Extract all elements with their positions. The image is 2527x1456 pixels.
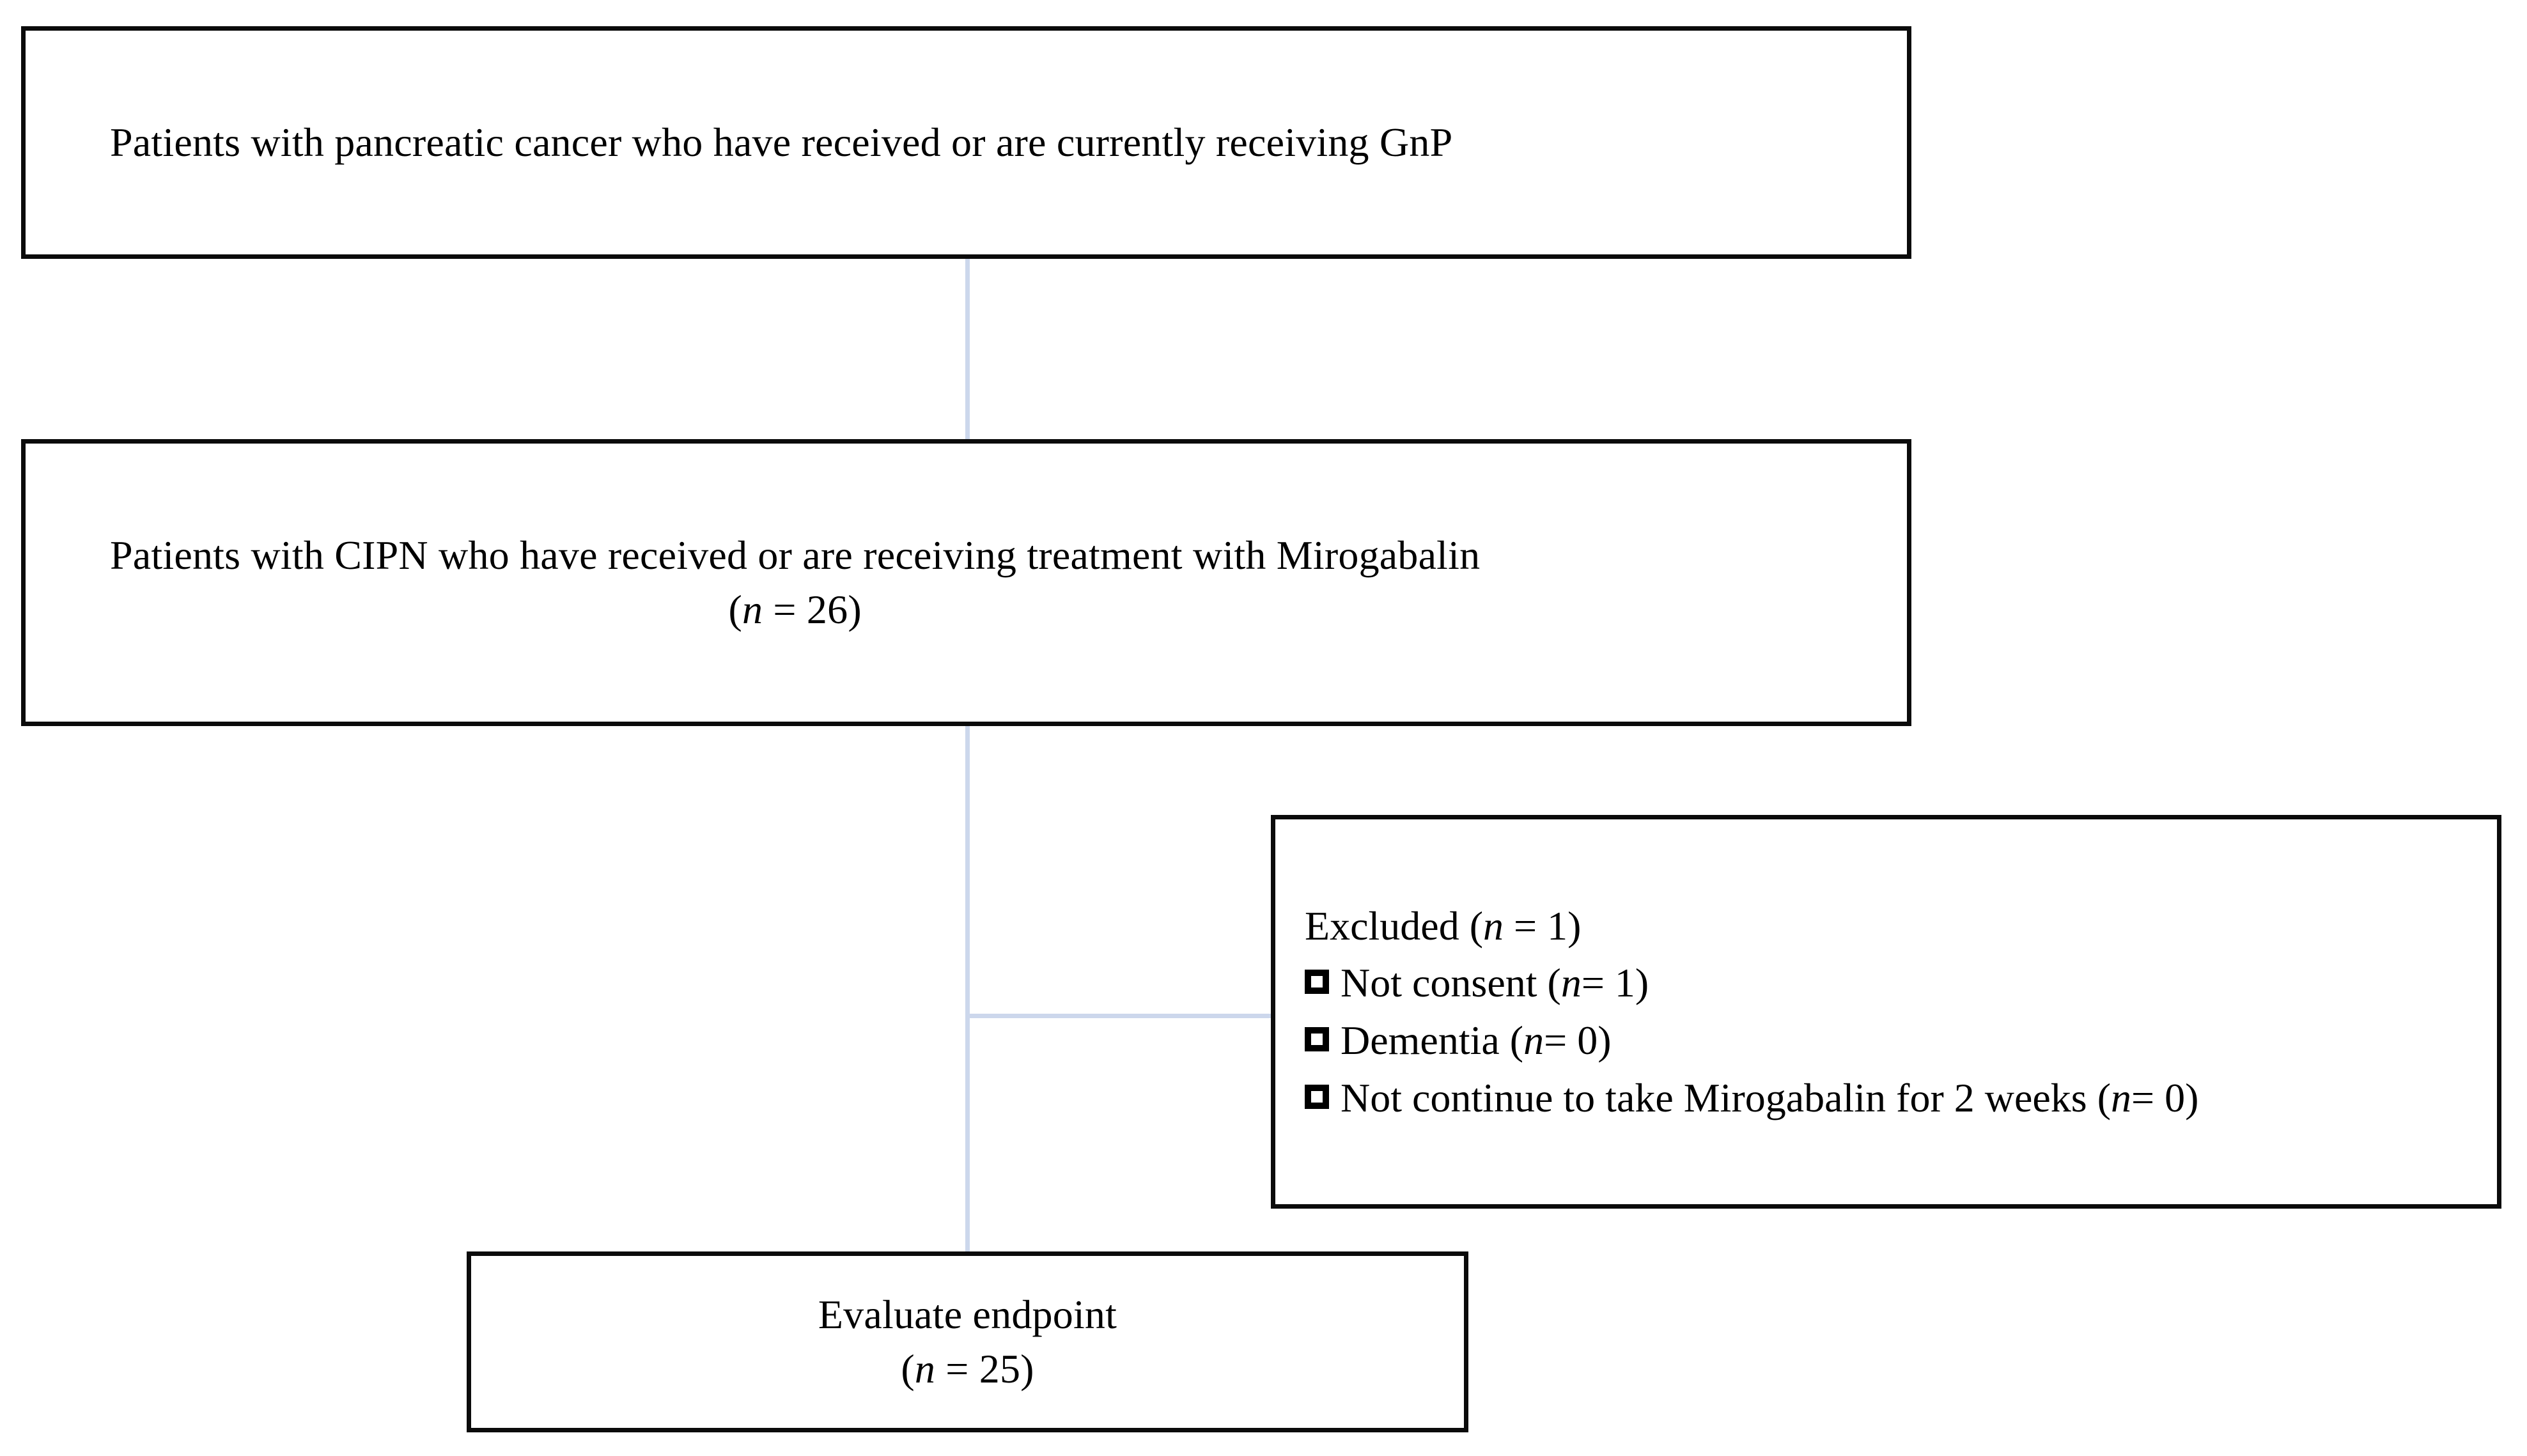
cipn-box-count: (n = 26) (110, 583, 1480, 637)
excluded-item-suffix: = 1) (1581, 960, 1649, 1006)
endpoint-count-value: = 25 (935, 1345, 1021, 1391)
excluded-box: Excluded (n = 1) Not consent (n = 1) Dem… (1271, 815, 2501, 1209)
excluded-item-suffix: = 0) (2131, 1074, 2199, 1120)
excluded-item-suffix: = 0) (1544, 1018, 1612, 1063)
excluded-item-variable: n (1523, 1018, 1544, 1063)
excluded-title-variable: n (1483, 902, 1504, 949)
endpoint-count-variable: n (914, 1345, 936, 1391)
excluded-item-dementia: Dementia (n = 0) (1305, 1012, 2198, 1069)
enrollment-box-text: Patients with pancreatic cancer who have… (110, 119, 1453, 165)
connector-cipn-to-endpoint (965, 726, 970, 1251)
excluded-item-variable: n (1560, 960, 1582, 1006)
excluded-title-suffix: = 1) (1504, 902, 1582, 949)
cipn-box-text: Patients with CIPN who have received or … (110, 532, 1481, 578)
cipn-count-value: = 26 (763, 586, 848, 632)
excluded-item-not-continue: Not continue to take Mirogabalin for 2 w… (1305, 1069, 2198, 1127)
cipn-count-close: ) (848, 586, 862, 632)
square-outline-bullet-icon (1305, 1084, 1329, 1109)
cipn-count-open: ( (728, 586, 743, 632)
excluded-item-label: Dementia ( (1341, 1018, 1524, 1063)
excluded-box-content: Excluded (n = 1) Not consent (n = 1) Dem… (1275, 897, 2198, 1126)
endpoint-box: Evaluate endpoint (n = 25) (467, 1251, 1468, 1432)
excluded-item-variable: n (2111, 1074, 2131, 1120)
square-outline-bullet-icon (1305, 970, 1329, 995)
cipn-box-content: Patients with CIPN who have received or … (26, 529, 1480, 637)
connector-enrollment-to-cipn (965, 259, 970, 439)
excluded-title: Excluded (n = 1) (1305, 897, 2198, 955)
excluded-item-label: Not continue to take Mirogabalin for 2 w… (1341, 1074, 2111, 1120)
cipn-count-variable: n (742, 586, 763, 632)
excluded-item-not-consent: Not consent (n = 1) (1305, 954, 2198, 1012)
square-outline-bullet-icon (1305, 1027, 1329, 1051)
endpoint-count-open: ( (901, 1345, 915, 1391)
excluded-item-label: Not consent ( (1341, 960, 1561, 1006)
endpoint-count-close: ) (1020, 1345, 1034, 1391)
cipn-box: Patients with CIPN who have received or … (21, 439, 1911, 726)
enrollment-box: Patients with pancreatic cancer who have… (21, 26, 1911, 259)
endpoint-box-count: (n = 25) (901, 1342, 1034, 1396)
connector-to-excluded (965, 1014, 1273, 1018)
endpoint-box-text: Evaluate endpoint (818, 1292, 1117, 1338)
excluded-title-prefix: Excluded ( (1305, 902, 1483, 949)
